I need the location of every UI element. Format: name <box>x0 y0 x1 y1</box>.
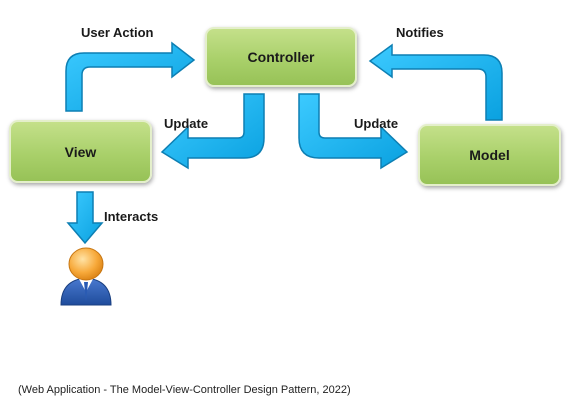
user-icon <box>60 247 112 306</box>
notifies-label: Notifies <box>396 25 444 40</box>
controller-box: Controller <box>205 27 357 87</box>
view-label: View <box>64 143 97 160</box>
model-box: Model <box>418 124 561 186</box>
arrow-user-action <box>65 41 196 112</box>
model-label: Model <box>469 147 510 163</box>
interacts-label: Interacts <box>104 209 159 224</box>
arrow-update-view <box>160 93 265 170</box>
caption: (Web Application - The Model-View-Contro… <box>18 384 351 396</box>
arrow-update-model <box>298 93 409 170</box>
user-action-label: User Action <box>81 25 154 40</box>
arrow-interacts <box>66 191 104 245</box>
view-box: View <box>9 120 152 183</box>
update-model-label: Update <box>354 116 399 131</box>
arrow-notifies <box>368 43 503 121</box>
update-view-label: Update <box>164 116 209 131</box>
controller-label: Controller <box>247 49 315 65</box>
